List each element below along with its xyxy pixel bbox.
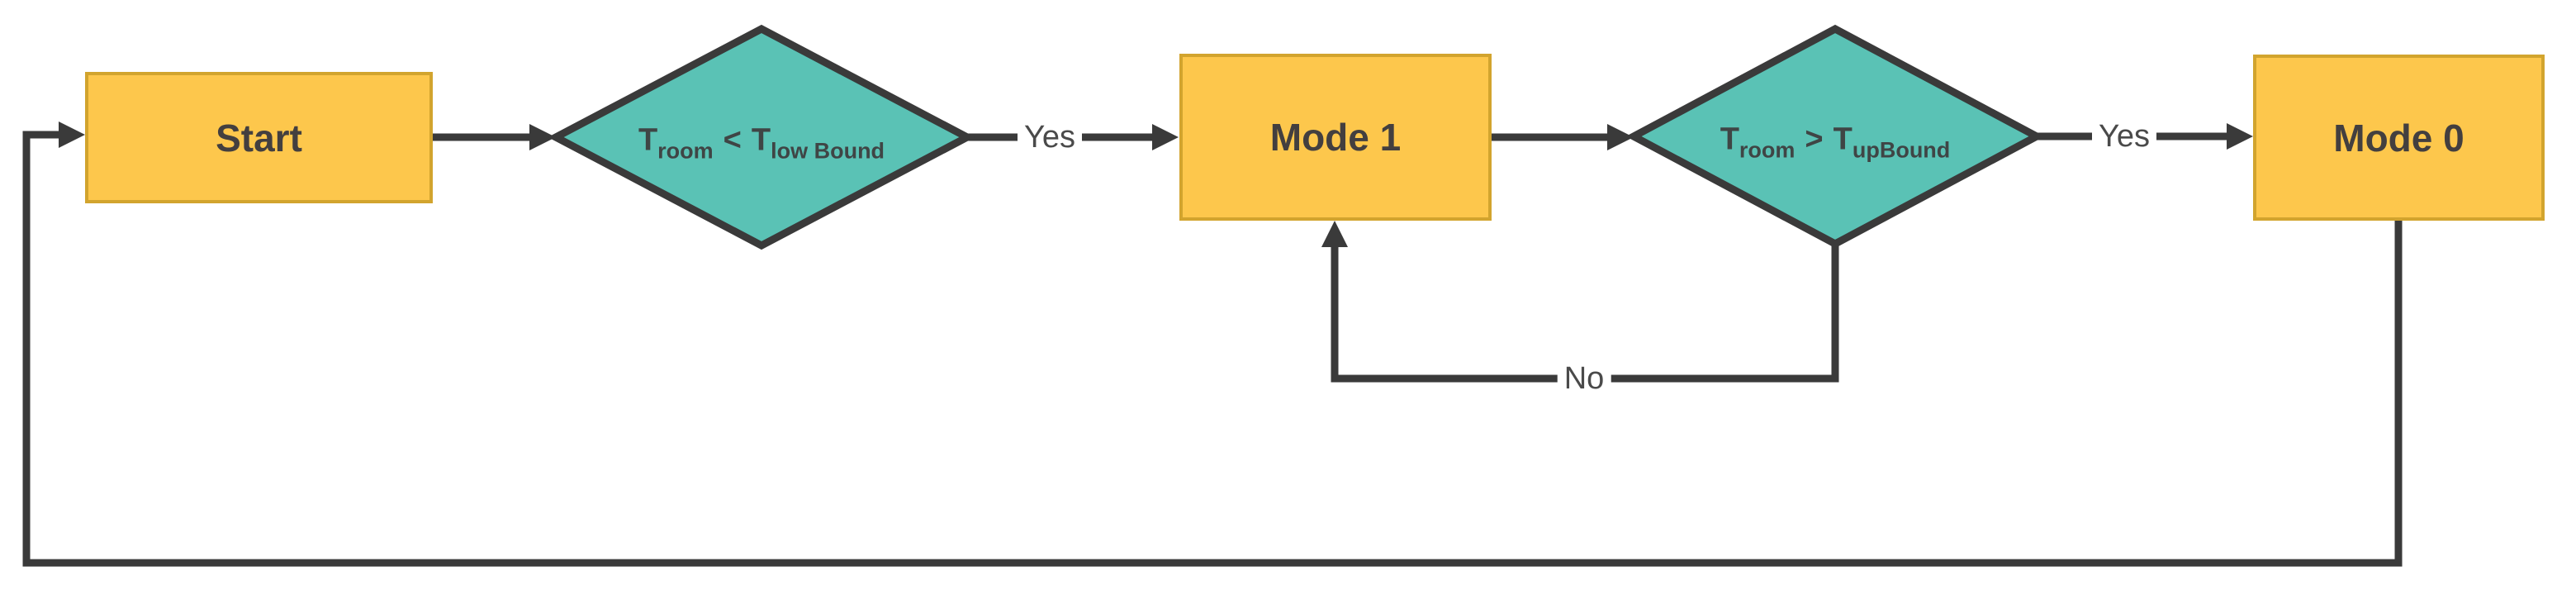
arrowhead-into-decision-up <box>1607 124 1634 150</box>
mode1-node: Mode 1 <box>1179 54 1492 221</box>
arrowhead-into-start <box>59 121 85 148</box>
decision-up-sub2: upBound <box>1852 137 1951 163</box>
yes-label-decision-up: Yes <box>2092 119 2156 155</box>
yes-label-decision-low: Yes <box>1018 120 1082 155</box>
decision-low-bound-diamond <box>548 24 975 250</box>
decision-up-bound-diamond <box>1625 24 2045 249</box>
arrowhead-into-mode0 <box>2227 123 2253 150</box>
decision-low-t2: T <box>751 122 771 158</box>
arrowhead-into-mode1-bottom <box>1321 221 1348 247</box>
decision-up-sub1: room <box>1739 137 1796 163</box>
decision-low-operator: < <box>723 122 742 158</box>
mode0-node-label: Mode 0 <box>2333 116 2465 160</box>
mode0-node: Mode 0 <box>2253 55 2545 221</box>
edge-decision-up-to-mode1-no <box>1331 233 1839 383</box>
start-node: Start <box>85 72 433 203</box>
start-node-label: Start <box>216 116 302 160</box>
decision-up-t1: T <box>1720 121 1739 157</box>
edge-mode0-to-start <box>22 131 2403 567</box>
mode1-node-label: Mode 1 <box>1269 116 1402 159</box>
decision-low-t1: T <box>638 122 658 158</box>
decision-low-sub2: low Bound <box>771 138 885 164</box>
decision-low-sub1: room <box>657 138 714 164</box>
arrowhead-into-mode1-left <box>1152 124 1179 150</box>
decision-up-operator: > <box>1805 121 1824 157</box>
no-label-decision-up: No <box>1557 361 1611 397</box>
arrowhead-into-decision-low <box>529 124 556 150</box>
decision-up-t2: T <box>1833 121 1853 157</box>
